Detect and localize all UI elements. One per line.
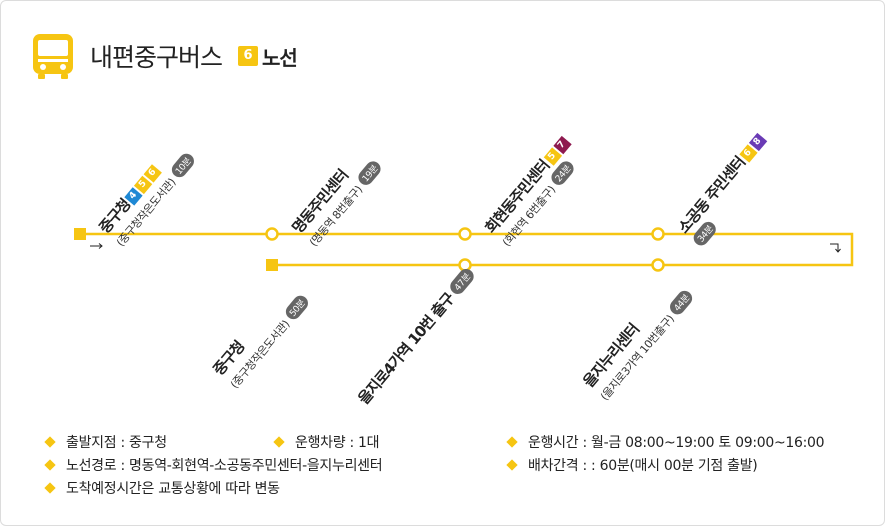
- legend-item-interval: 배차간격 : : 60분(매시 00분 기점 출발): [506, 455, 758, 475]
- stop-dot: [651, 227, 665, 241]
- diamond-bullet-icon: [273, 436, 285, 448]
- end-marker: [266, 259, 278, 271]
- legend-item-path: 노선경로 : 명동역-회현역-소공동주민센터-을지누리센터: [44, 455, 383, 475]
- legend-item-start: 출발지점 : 중구청: [44, 432, 167, 452]
- diamond-bullet-icon: [44, 459, 56, 471]
- diamond-bullet-icon: [44, 482, 56, 494]
- stop-dot: [458, 227, 472, 241]
- turn-arrow-icon: [830, 243, 841, 253]
- diamond-bullet-icon: [44, 436, 56, 448]
- route-label: 노선: [262, 45, 298, 70]
- stop-dot: [651, 258, 665, 272]
- stop-dot: [265, 227, 279, 241]
- legend-item-vehicles: 운행차량 : 1대: [273, 432, 380, 452]
- legend-item-hours: 운행시간 : 월-금 08:00~19:00 토 09:00~16:00: [506, 432, 825, 452]
- route-number-badge: 6: [238, 46, 259, 66]
- start-marker: [74, 228, 86, 240]
- direction-arrow-right-icon: [90, 243, 103, 249]
- legend-item-note: 도착예정시간은 교통상황에 따라 변동: [44, 478, 280, 498]
- header: 내편중구버스 6 노선: [30, 32, 298, 80]
- diamond-bullet-icon: [506, 436, 518, 448]
- page-title: 내편중구버스: [90, 43, 223, 72]
- bus-icon: [33, 34, 73, 79]
- diamond-bullet-icon: [506, 459, 518, 471]
